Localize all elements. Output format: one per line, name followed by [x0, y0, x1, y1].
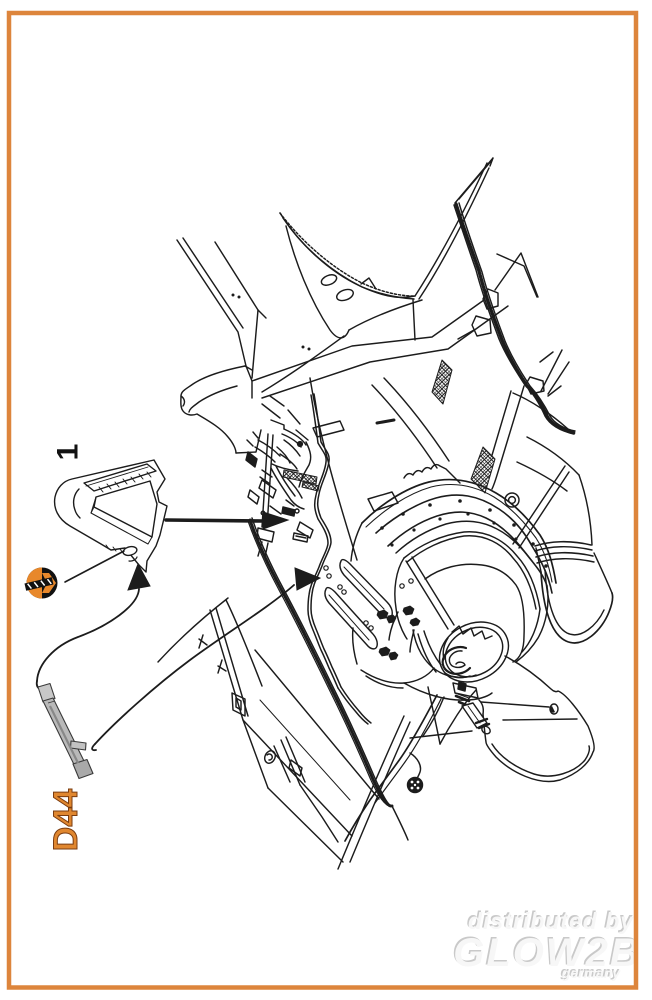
svg-text:GLOW2B: GLOW2B: [453, 931, 641, 975]
svg-text:1: 1: [52, 444, 85, 461]
svg-text:distributed by: distributed by: [468, 908, 634, 934]
svg-text:distributed by: distributed by: [467, 907, 633, 933]
svg-text:GLOW2B: GLOW2B: [452, 930, 640, 974]
svg-text:germany: germany: [561, 965, 622, 981]
svg-text:D44: D44: [47, 789, 85, 851]
svg-text:germany: germany: [559, 964, 620, 980]
